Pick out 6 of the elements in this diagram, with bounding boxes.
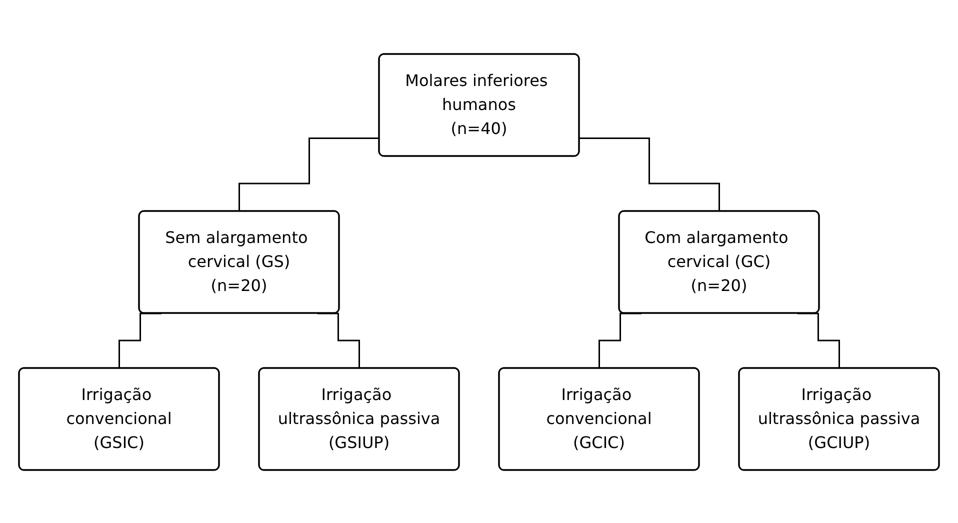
connector <box>598 312 642 369</box>
connector <box>238 136 380 212</box>
connector <box>797 312 840 369</box>
connector <box>118 312 162 369</box>
connector <box>317 312 360 369</box>
connector <box>580 136 720 212</box>
